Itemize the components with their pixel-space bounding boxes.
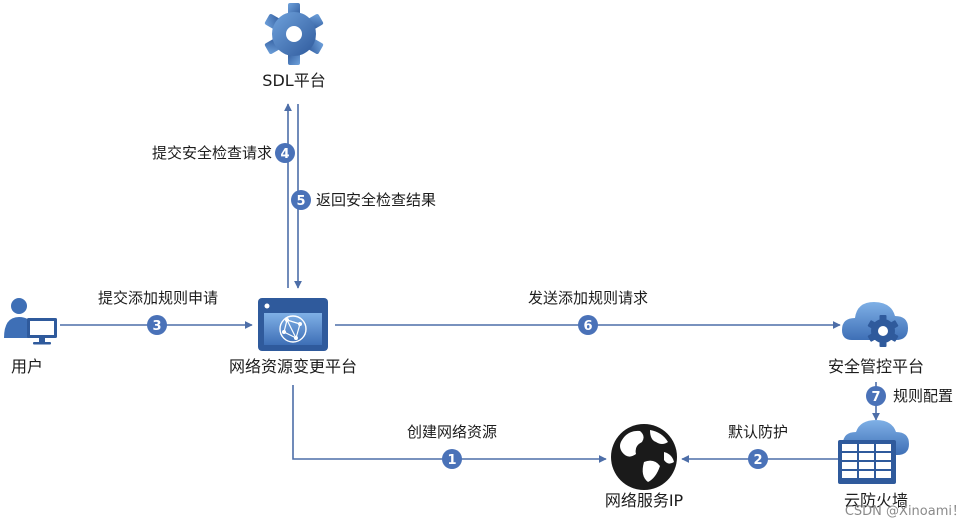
- node-service-ip: 网络服务IP: [605, 424, 684, 510]
- step-number-1: 1: [447, 453, 456, 468]
- step-badge-3: 3: [147, 315, 167, 335]
- step-label-3: 提交添加规则申请: [98, 289, 218, 307]
- user-label: 用户: [11, 357, 43, 376]
- step-label-1: 创建网络资源: [407, 423, 497, 441]
- step-badge-1: 1: [442, 449, 462, 469]
- node-change-platform: 网络资源变更平台: [229, 298, 357, 376]
- node-security-platform: 安全管控平台: [828, 302, 924, 376]
- step-number-2: 2: [753, 453, 762, 468]
- sdl-label: SDL平台: [262, 71, 325, 90]
- step-label-6: 发送添加规则请求: [528, 289, 648, 307]
- cloud-gear-icon: [842, 302, 908, 347]
- node-sdl: SDL平台: [262, 3, 326, 90]
- step-badges: 4 5 3 6 1 2 7: [147, 143, 886, 469]
- step-number-5: 5: [296, 194, 305, 209]
- step-badge-6: 6: [578, 315, 598, 335]
- user-computer-icon: [4, 298, 57, 345]
- step-badge-2: 2: [748, 449, 768, 469]
- step-label-7: 规则配置: [893, 387, 953, 405]
- gear-icon: [264, 3, 324, 65]
- edge-create-network-resource: [292, 385, 607, 463]
- step-badge-7: 7: [866, 386, 886, 406]
- step-label-5: 返回安全检查结果: [316, 191, 436, 209]
- node-cloud-firewall: 云防火墙: [838, 420, 909, 510]
- step-badge-5: 5: [291, 190, 311, 210]
- step-number-3: 3: [152, 319, 161, 334]
- step-label-4: 提交安全检查请求: [152, 144, 272, 162]
- globe-icon: [611, 424, 677, 490]
- step-number-6: 6: [583, 319, 592, 334]
- change-platform-label: 网络资源变更平台: [229, 357, 357, 376]
- security-platform-label: 安全管控平台: [828, 357, 924, 376]
- step-labels: 提交安全检查请求 返回安全检查结果 提交添加规则申请 发送添加规则请求 创建网络…: [98, 144, 953, 441]
- step-badge-4: 4: [275, 143, 295, 163]
- step-number-7: 7: [871, 390, 880, 405]
- step-label-2: 默认防护: [728, 423, 788, 441]
- service-ip-label: 网络服务IP: [605, 491, 684, 510]
- cloud-firewall-icon: [838, 420, 909, 484]
- step-number-4: 4: [280, 147, 289, 162]
- watermark: CSDN @Xinoami！: [845, 504, 965, 519]
- cloud-firewall-label: 云防火墙: [844, 491, 908, 510]
- browser-network-icon: [258, 298, 328, 351]
- node-user: 用户: [4, 298, 57, 376]
